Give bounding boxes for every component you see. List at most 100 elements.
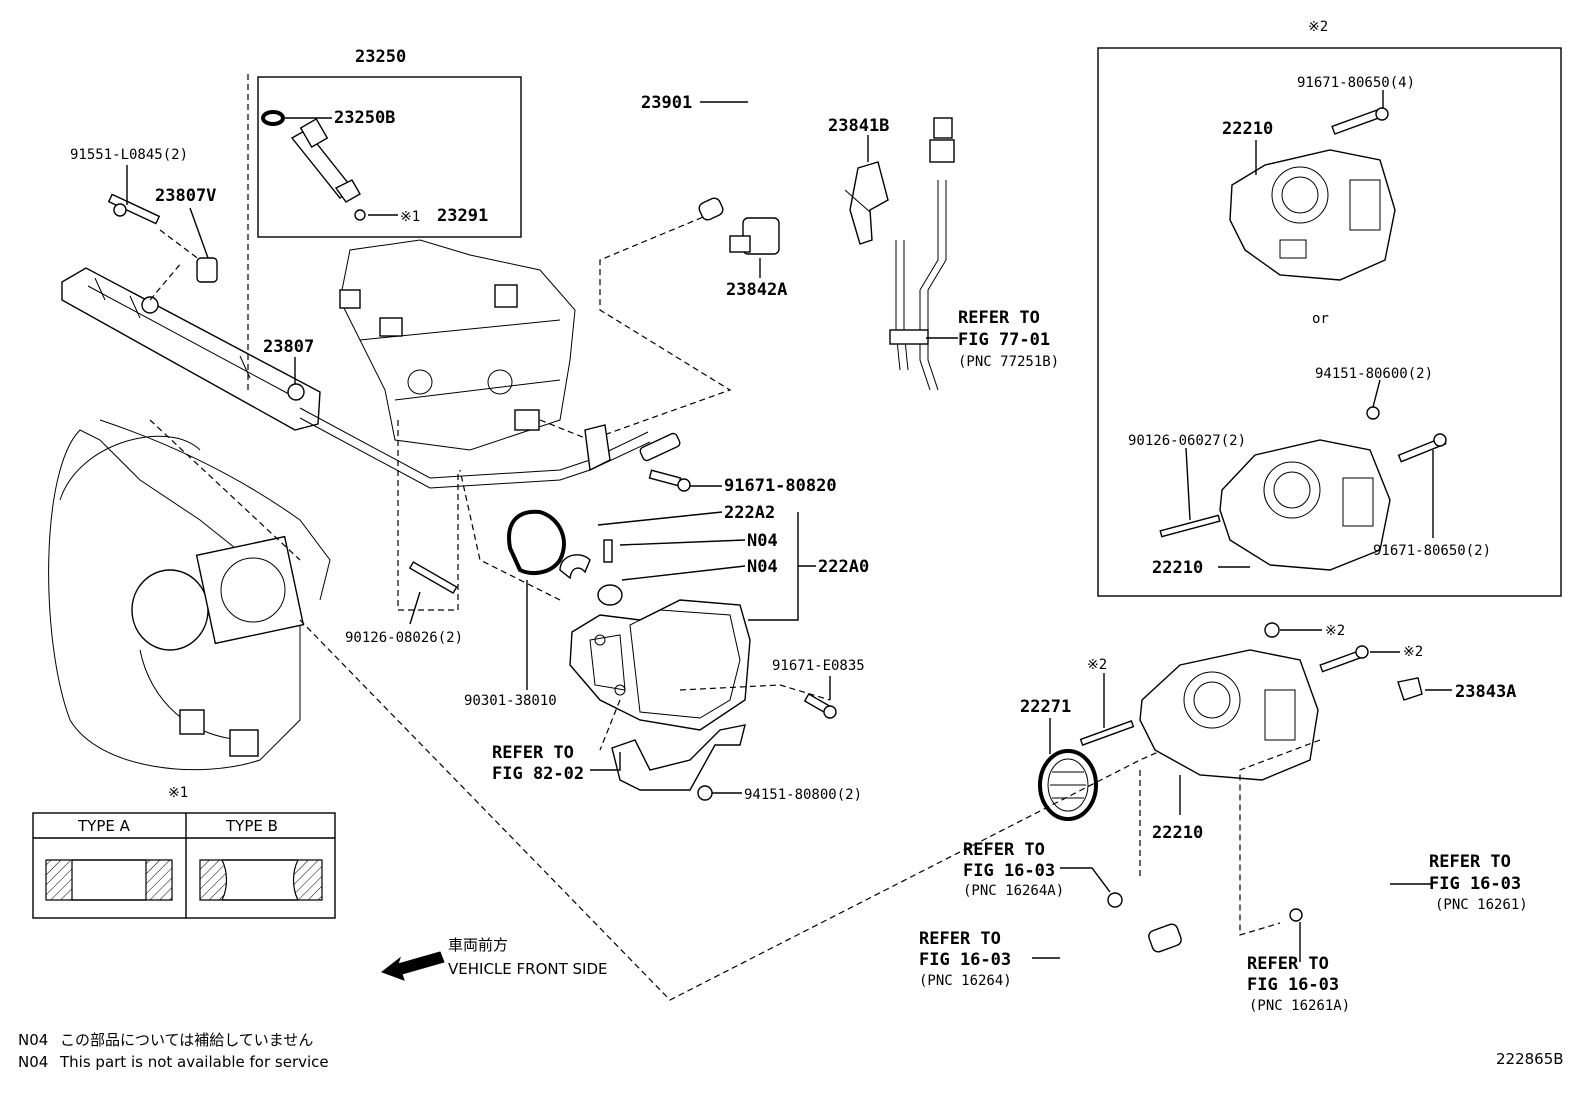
nut-mark2[interactable] — [1264, 622, 1280, 638]
throttle-body-22210-a[interactable] — [1229, 149, 1396, 281]
spacer-23807V[interactable] — [196, 257, 218, 283]
label-91551: 91551-L0845(2) — [70, 147, 188, 163]
label-90126-06027: 90126-06027(2) — [1128, 433, 1246, 449]
nut-94151-80600[interactable] — [1366, 406, 1380, 420]
label-222A0: 222A0 — [818, 557, 869, 577]
refer-16261A-line3: (PNC 16261A) — [1249, 998, 1350, 1014]
label-or: or — [1312, 311, 1329, 327]
label-90301: 90301-38010 — [464, 693, 557, 709]
table-header-type-a: TYPE A — [77, 817, 131, 835]
label-91671-80820: 91671-80820 — [724, 476, 837, 496]
gasket-22271[interactable] — [1038, 749, 1098, 821]
label-23901: 23901 — [641, 93, 692, 113]
refer-16264A-line2: FIG 16-03 — [963, 861, 1055, 881]
refer-16264A-line1: REFER TO — [963, 840, 1045, 860]
label-91671-80650-2: 91671-80650(2) — [1373, 543, 1491, 559]
cylinder-head — [339, 239, 576, 451]
refer-16261-line3: (PNC 16261) — [1435, 897, 1528, 913]
label-mark2-a: ※2 — [1325, 623, 1345, 639]
label-23250: 23250 — [355, 47, 406, 67]
refer-77-line3: (PNC 77251B) — [958, 354, 1059, 370]
label-23841B: 23841B — [828, 116, 889, 136]
insulator-23807-a[interactable] — [141, 296, 159, 314]
refer-77-line2: FIG 77-01 — [958, 330, 1050, 350]
insulator-23291[interactable] — [354, 209, 366, 221]
label-mark2-b: ※2 — [1403, 644, 1423, 660]
gear-N04[interactable] — [597, 584, 623, 606]
clip-23843A[interactable] — [1397, 677, 1423, 701]
label-22210-b: 22210 — [1152, 558, 1203, 578]
label-94151-80600: 94151-80600(2) — [1315, 366, 1433, 382]
purge-hose-23901[interactable] — [697, 55, 955, 221]
fuel-injector[interactable] — [290, 118, 361, 203]
refer-16261-line2: FIG 16-03 — [1429, 874, 1521, 894]
throttle-body-22210-c[interactable] — [1139, 649, 1319, 781]
bolt-91671-80650-2[interactable] — [1397, 433, 1447, 463]
bolt-mark2[interactable] — [1319, 645, 1369, 673]
refer-16264A-line3: (PNC 16264A) — [963, 883, 1064, 899]
refer-16261-line1: REFER TO — [1429, 852, 1511, 872]
bolt-91671-80820[interactable] — [648, 469, 691, 492]
bolt-91551[interactable] — [107, 193, 161, 225]
refer-82-line2: FIG 82-02 — [492, 764, 584, 784]
part-222A2[interactable] — [559, 554, 591, 580]
o-ring-23250B[interactable] — [261, 110, 285, 126]
label-91671-80650-4: 91671-80650(4) — [1297, 75, 1415, 91]
optional-throttle-box — [1097, 47, 1562, 597]
nut-94151-80800[interactable] — [697, 785, 713, 801]
vacuum-pipe-bracket — [584, 424, 681, 472]
label-23291: 23291 — [437, 206, 488, 226]
front-side-jp: 車両前方 — [448, 936, 508, 954]
bolt-91671-80650-4[interactable] — [1331, 107, 1389, 135]
label-23842A: 23842A — [726, 280, 787, 300]
stud-mark2[interactable] — [1079, 720, 1135, 746]
label-22210-a: 22210 — [1222, 119, 1273, 139]
note-en-text: This part is not available for service — [59, 1053, 329, 1071]
bolt-91671-E0835[interactable] — [803, 693, 837, 719]
water-hose-16261 — [1279, 829, 1418, 957]
label-23843A: 23843A — [1455, 682, 1516, 702]
vsv-23842A[interactable] — [729, 217, 780, 255]
refer-16264-line3: (PNC 16264) — [919, 973, 1012, 989]
throttle-body-22210-b[interactable] — [1219, 439, 1391, 571]
injector-kit-box — [257, 76, 522, 238]
label-222A2: 222A2 — [724, 503, 775, 523]
label-22210-c: 22210 — [1152, 823, 1203, 843]
hose-to-fig77 — [889, 180, 947, 391]
clamp-16261A — [1289, 908, 1303, 922]
refer-16264-line2: FIG 16-03 — [919, 950, 1011, 970]
insulator-23807-b[interactable] — [287, 383, 305, 401]
refer-82-line1: REFER TO — [492, 743, 574, 763]
gasket-90301[interactable] — [507, 509, 566, 575]
label-mark1-small: ※1 — [400, 209, 420, 225]
table-header-type-b: TYPE B — [225, 817, 278, 835]
label-mark2-c: ※2 — [1087, 657, 1107, 673]
label-22271: 22271 — [1020, 697, 1071, 717]
label-94151-80800: 94151-80800(2) — [744, 787, 862, 803]
label-mark1-table: ※1 — [168, 785, 188, 801]
label-23807V: 23807V — [155, 186, 216, 206]
refer-16264-line1: REFER TO — [919, 929, 1001, 949]
stud-90126-08026[interactable] — [408, 561, 458, 595]
label-23250B: 23250B — [334, 108, 395, 128]
label-N04-b: N04 — [747, 557, 778, 577]
throttle-body-222A0[interactable] — [569, 599, 751, 731]
bracket-23841B[interactable] — [844, 161, 889, 245]
label-mark2-box: ※2 — [1308, 19, 1328, 35]
refer-16261A-line2: FIG 16-03 — [1247, 975, 1339, 995]
water-hose-16264 — [1054, 906, 1182, 986]
note-jp-code: N04 — [18, 1031, 48, 1049]
pin-N04[interactable] — [603, 539, 613, 563]
label-23807: 23807 — [263, 337, 314, 357]
label-N04-a: N04 — [747, 531, 778, 551]
label-91671-E0835: 91671-E0835 — [772, 658, 865, 674]
front-side-en: VEHICLE FRONT SIDE — [448, 960, 608, 978]
bracket-fig82 — [611, 724, 746, 791]
type-table — [32, 812, 336, 919]
stud-90126-06027[interactable] — [1159, 514, 1221, 538]
refer-16261A-line1: REFER TO — [1247, 954, 1329, 974]
diagram-id: 222865B — [1496, 1050, 1564, 1068]
note-en-code: N04 — [18, 1053, 48, 1071]
